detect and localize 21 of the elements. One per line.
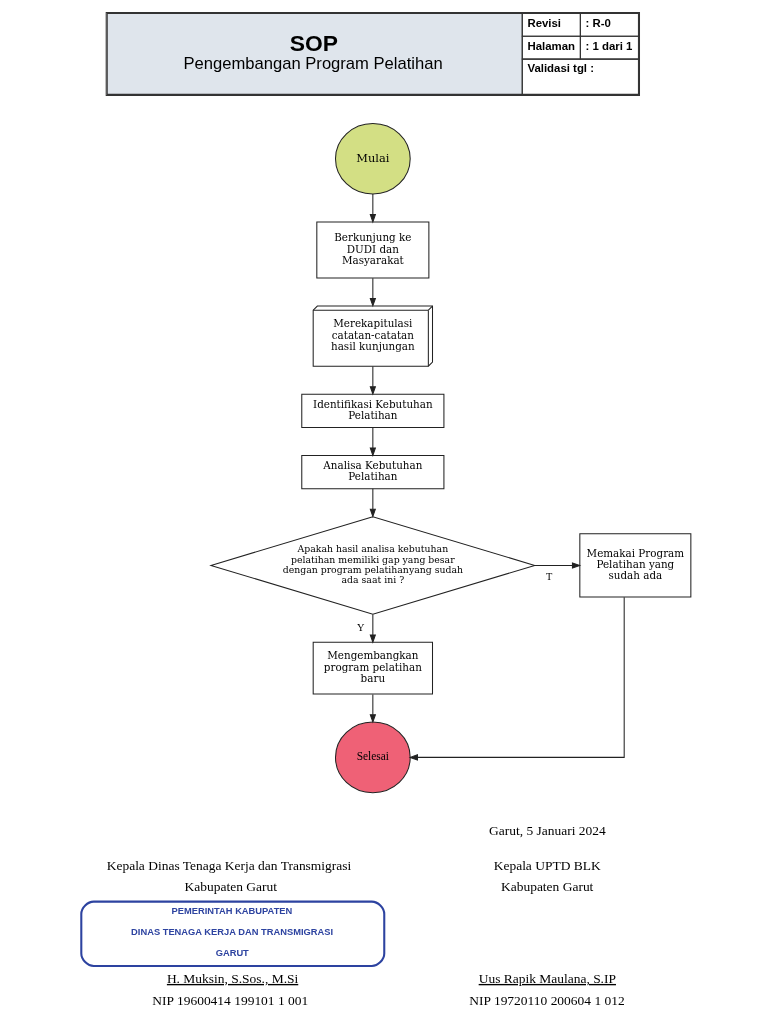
label: H. Muksin, S.Sos., M.Si (166, 970, 299, 986)
label: SOP (289, 30, 339, 57)
label: PEMERINTAH KABUPATEN (171, 906, 293, 917)
label: DINAS TENAGA KERJA DAN TRANSMIGRASI (131, 927, 334, 937)
edge-label: T (546, 571, 553, 583)
label: Uus Rapik Maulana, S.IP (478, 970, 616, 986)
label: Garut, 5 Januari 2024 (489, 822, 606, 838)
label: Pengembangan Program Pelatihan (183, 54, 443, 74)
label: Kepala UPTD BLK (493, 857, 601, 873)
label: Kabupaten Garut (500, 878, 594, 894)
label: : R-0 (585, 16, 611, 29)
label: NIP 19720110 200604 1 012 (469, 992, 625, 1008)
edge-label: Y (357, 622, 365, 634)
label: Kepala Dinas Tenaga Kerja dan Transmigrasi (106, 857, 352, 873)
label: Revisi (527, 16, 562, 29)
label: Halaman (527, 39, 575, 52)
label: GARUT (215, 947, 249, 958)
label: NIP 19600414 199101 1 001 (152, 992, 309, 1008)
label: Kabupaten Garut (184, 878, 277, 894)
label: Validasi tgl : (527, 62, 594, 75)
label: : 1 dari 1 (585, 39, 633, 52)
